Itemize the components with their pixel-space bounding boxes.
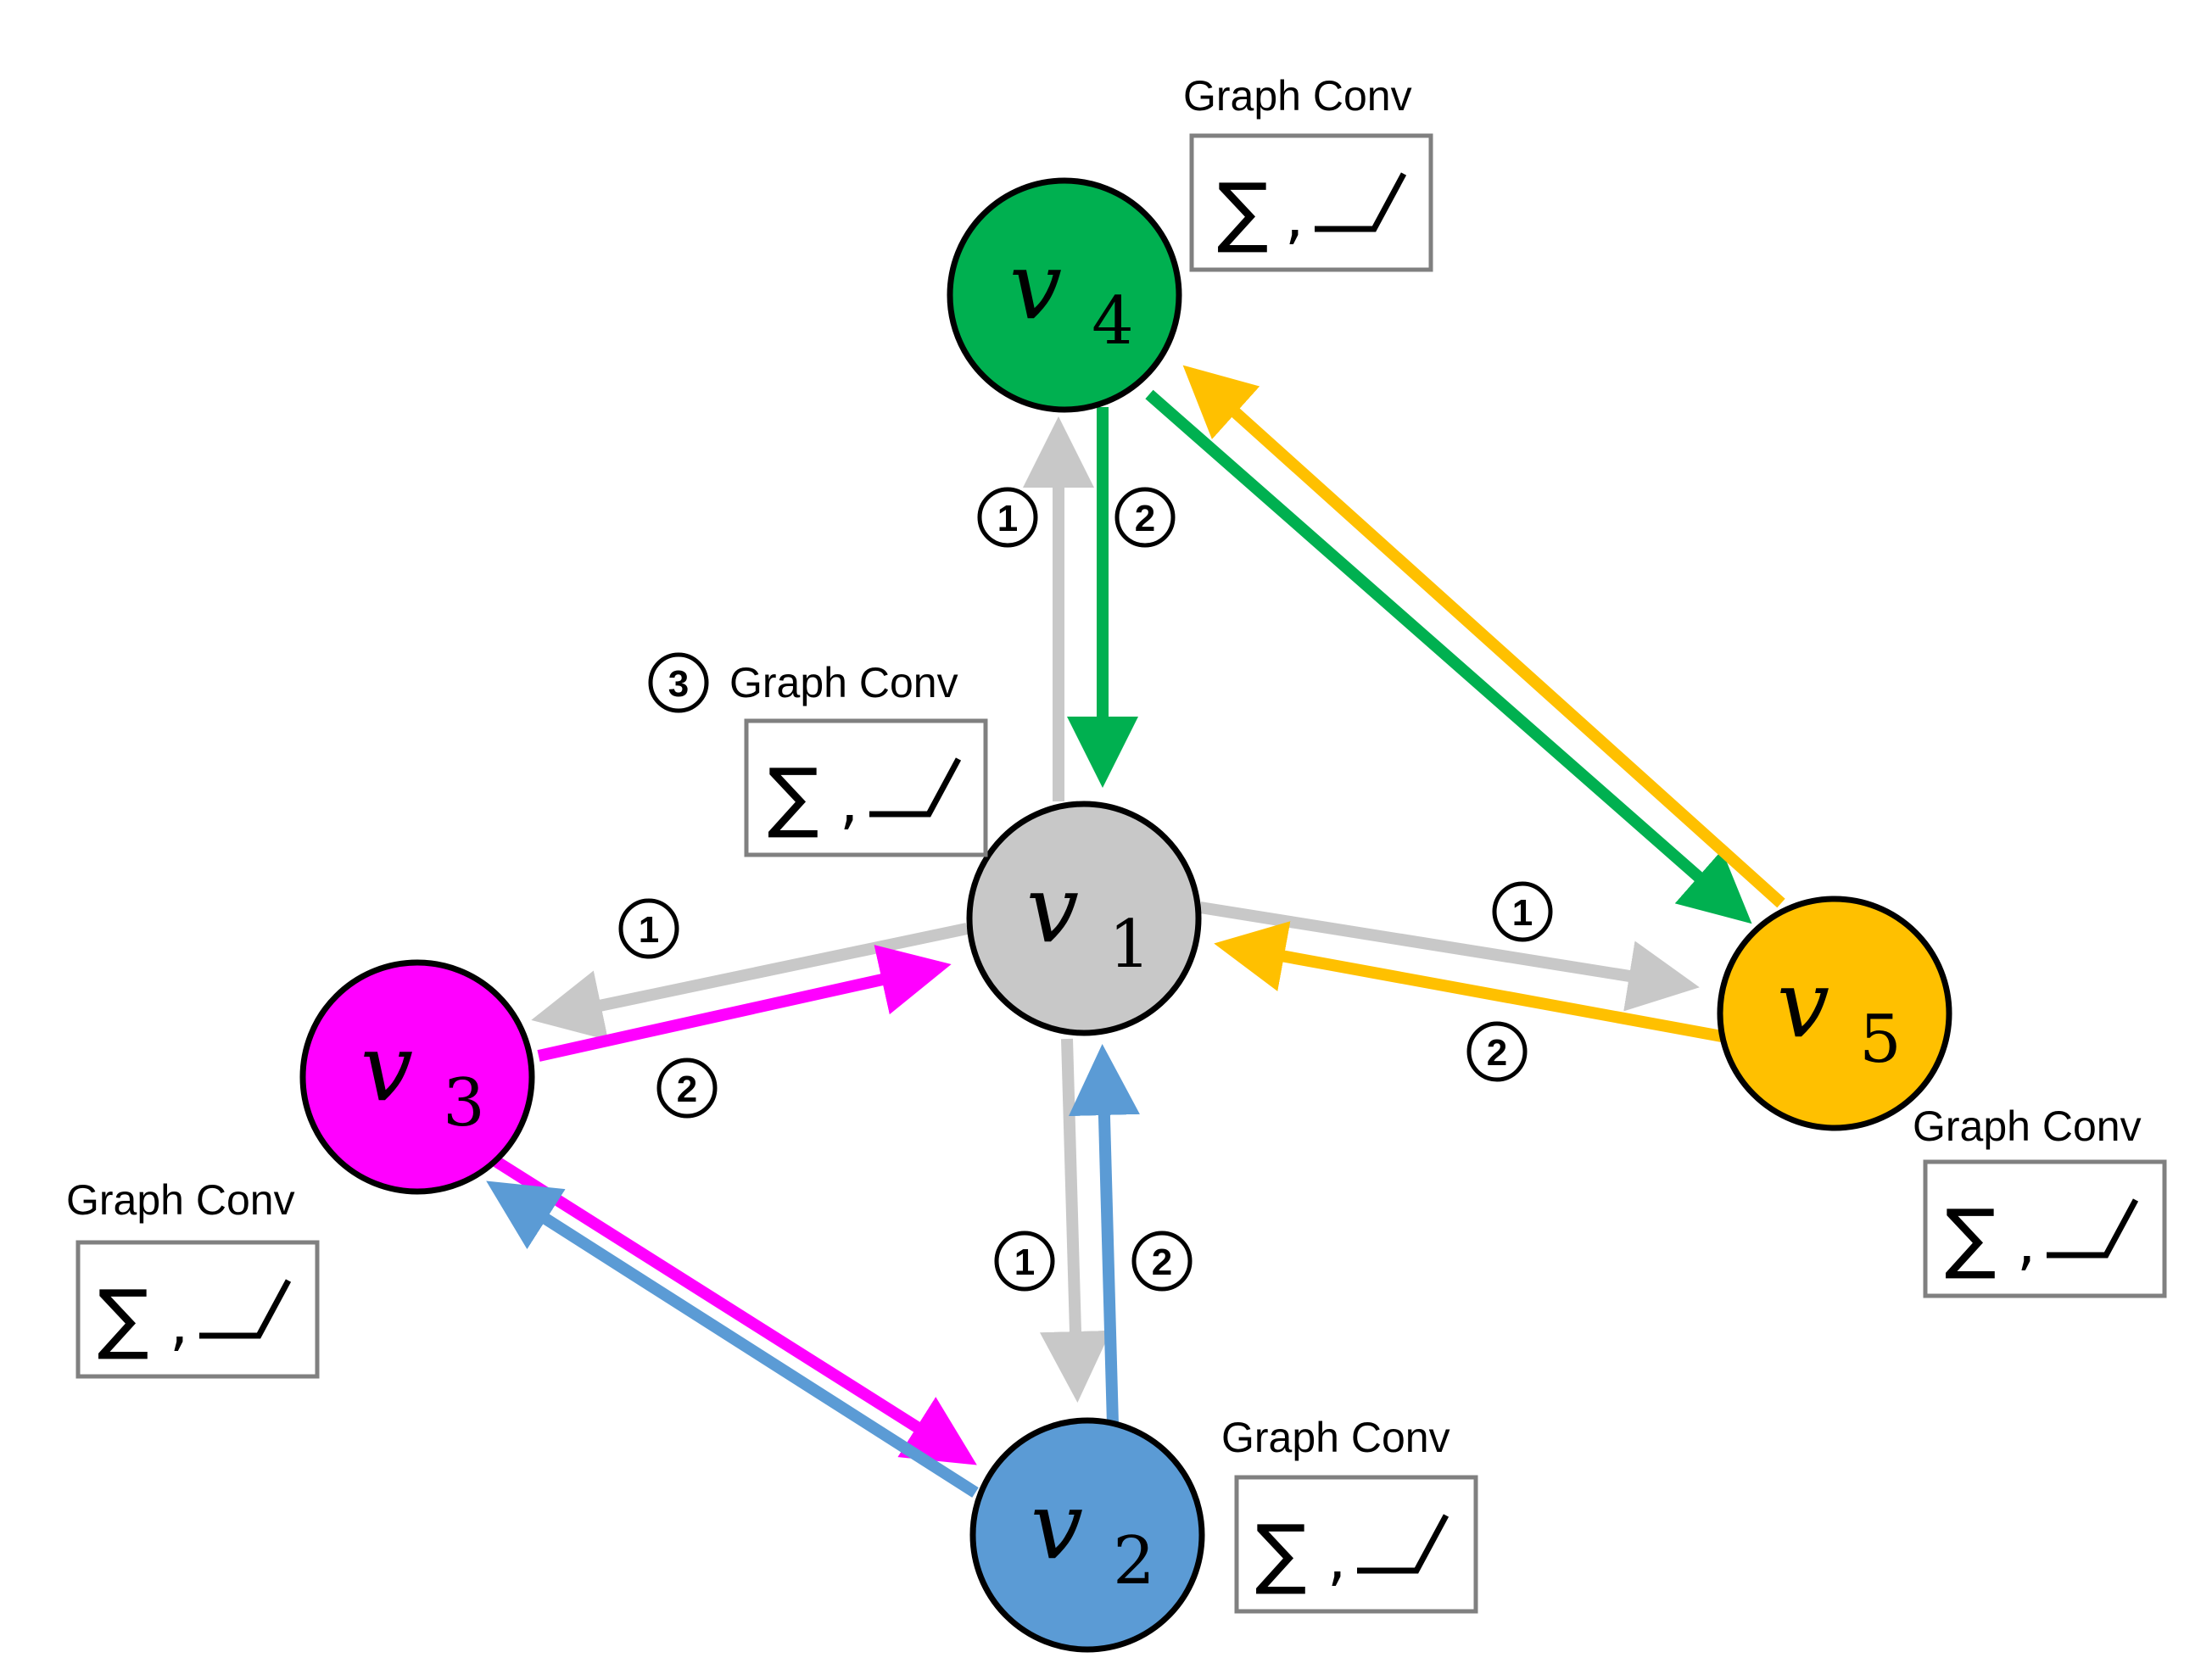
graph-conv-v4: Graph Conv ∑ ,	[1183, 72, 1433, 272]
separator: ,	[2017, 1208, 2036, 1278]
svg-text:1: 1	[1014, 1242, 1035, 1283]
node-letter: v	[1009, 232, 1062, 340]
sum-symbol: ∑	[1945, 1193, 1997, 1282]
svg-text:2: 2	[677, 1069, 697, 1110]
node-subscript: 5	[1859, 1002, 1902, 1078]
edge-v5-to-v1	[1214, 921, 1723, 1042]
svg-text:v 3: v 3	[360, 1013, 485, 1141]
relu-icon	[1315, 172, 1407, 232]
edge-v2-to-v3	[486, 1180, 979, 1498]
node-subscript: 3	[443, 1065, 485, 1141]
separator: ,	[1327, 1524, 1346, 1593]
edge-v1-to-v5	[1198, 901, 1700, 1012]
step-marker: 1	[618, 898, 679, 959]
svg-text:2: 2	[1135, 498, 1155, 539]
sum-symbol: ∑	[1255, 1509, 1307, 1598]
svg-text:3: 3	[668, 663, 689, 705]
edge-v3-to-v1	[537, 945, 952, 1062]
node-letter: v	[1777, 950, 1829, 1058]
svg-text:v 4: v 4	[1009, 232, 1134, 360]
node-v5: v 5	[1717, 896, 1952, 1131]
step-marker: 2	[656, 1058, 718, 1119]
nodes: v 4 v 1 v 3 v 5	[299, 177, 1952, 1653]
step-marker: 2	[1131, 1231, 1193, 1292]
separator: ,	[1285, 182, 1304, 252]
svg-text:v 2: v 2	[1031, 1471, 1155, 1599]
graph-conv-v5: Graph Conv ∑ ,	[1913, 1102, 2167, 1298]
svg-text:1: 1	[1512, 892, 1533, 934]
graph-conv-title: Graph Conv	[1221, 1414, 1450, 1461]
graph-conv-title: Graph Conv	[1913, 1102, 2142, 1150]
edge-v3-to-v2	[480, 1148, 977, 1465]
step-marker	[648, 652, 709, 713]
relu-icon	[2047, 1198, 2139, 1259]
relu-icon	[199, 1279, 292, 1339]
relu-icon	[1357, 1514, 1450, 1574]
step-markers: 1 2 1 2 1 2 1 2	[618, 487, 1553, 1292]
step-marker: 1	[1492, 881, 1553, 942]
graph-conv-v1: 3 Graph Conv ∑ ,	[648, 652, 988, 857]
sum-symbol: ∑	[768, 752, 819, 841]
node-v4: v 4	[947, 177, 1182, 413]
edge-v4-to-v5	[1145, 389, 1752, 924]
edge-v2-to-v1	[1068, 1044, 1140, 1426]
node-v2: v 2	[969, 1417, 1205, 1653]
graph-conv-v2: Graph Conv ∑ ,	[1221, 1414, 1478, 1614]
svg-text:2: 2	[1487, 1032, 1507, 1074]
sum-symbol: ∑	[1217, 167, 1269, 256]
svg-text:v 5: v 5	[1777, 950, 1902, 1078]
edges	[480, 365, 1785, 1498]
separator: ,	[840, 767, 858, 837]
node-letter: v	[1031, 1471, 1083, 1580]
step-marker: 1	[994, 1231, 1055, 1292]
node-subscript: 2	[1113, 1523, 1155, 1599]
relu-icon	[869, 757, 962, 818]
node-letter: v	[360, 1013, 413, 1122]
sum-symbol: ∑	[98, 1274, 149, 1363]
svg-text:1: 1	[639, 909, 659, 951]
node-subscript: 1	[1109, 907, 1151, 983]
edge-v1-to-v2	[1039, 1038, 1111, 1403]
step-marker: 2	[1466, 1021, 1528, 1082]
separator: ,	[170, 1289, 188, 1359]
graph-conv-v3: Graph Conv ∑ ,	[66, 1176, 320, 1379]
svg-text:1: 1	[997, 498, 1018, 539]
svg-text:v 1: v 1	[1026, 855, 1151, 983]
node-letter: v	[1026, 855, 1079, 963]
node-subscript: 4	[1092, 283, 1134, 360]
graph-conv-title: Graph Conv	[729, 659, 958, 706]
step-marker: 2	[1114, 487, 1176, 548]
step-marker: 1	[977, 487, 1038, 548]
node-v1: v 1	[966, 801, 1202, 1036]
edge-v1-to-v3	[531, 923, 969, 1041]
graph-conv-title: Graph Conv	[66, 1176, 295, 1224]
node-v3: v 3	[299, 959, 535, 1195]
svg-text:2: 2	[1152, 1242, 1172, 1283]
graph-conv-title: Graph Conv	[1183, 72, 1412, 120]
edge-v5-to-v4	[1182, 365, 1785, 908]
